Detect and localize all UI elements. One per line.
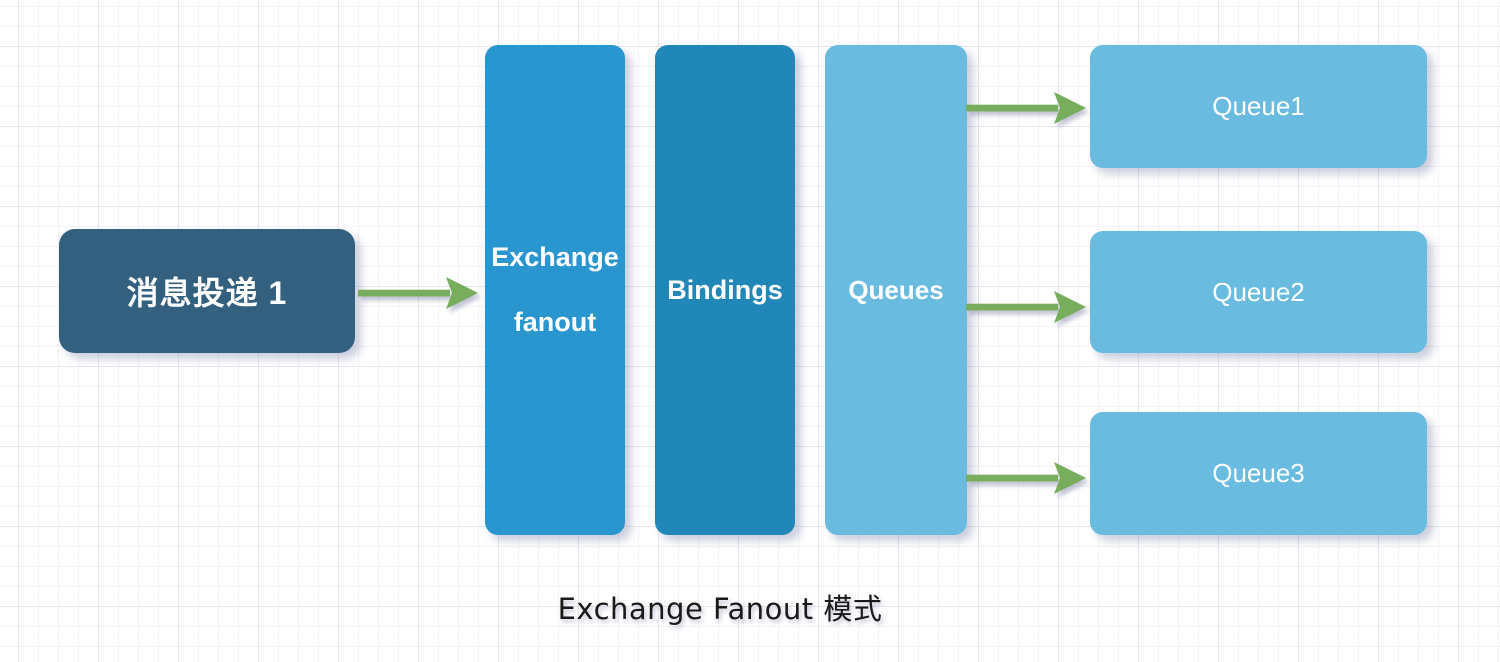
arrow-queues-to-queue1-icon [966,92,1086,124]
arrow-queues-to-queue2-icon [966,291,1086,323]
exchange-label-line2: fanout [513,307,597,337]
queues-label: Queues [848,274,944,305]
arrow-producer-to-exchange-icon [358,277,478,309]
bindings-label: Bindings [667,274,783,305]
queue3-node: Queue3 [1090,412,1427,535]
exchange-label-line1: Exchange [491,242,619,272]
diagram-caption: Exchange Fanout 模式 [557,592,883,626]
bindings-node: Bindings [655,45,795,535]
producer-label: 消息投递 1 [126,275,288,311]
queues-node: Queues [825,45,967,535]
queue2-node: Queue2 [1090,231,1427,353]
queue3-label: Queue3 [1212,458,1305,488]
exchange-node: Exchange fanout [485,45,625,535]
queue2-label: Queue2 [1212,276,1305,307]
arrow-queues-to-queue3-icon [966,462,1086,494]
queue1-label: Queue1 [1212,91,1305,121]
producer-node: 消息投递 1 [59,229,355,353]
queue1-node: Queue1 [1090,45,1427,168]
